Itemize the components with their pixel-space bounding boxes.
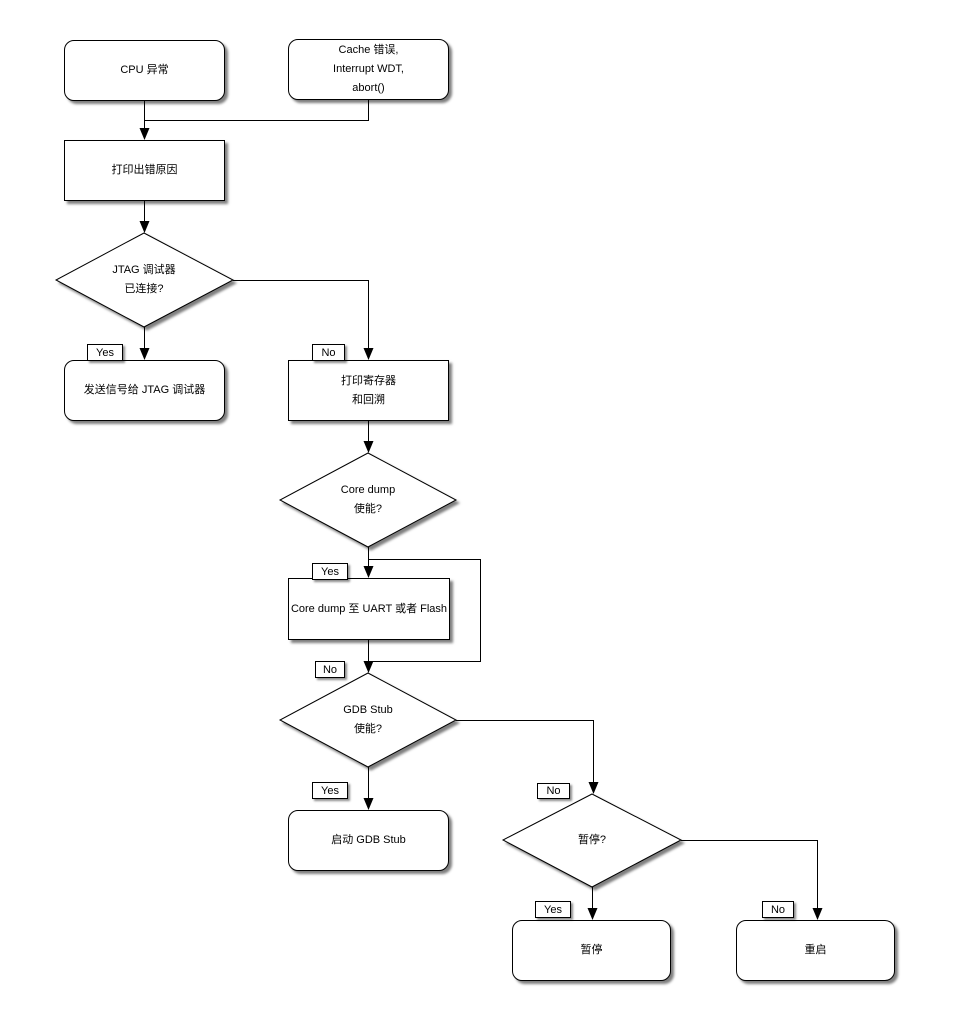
node-cpu-exception: CPU 异常	[64, 40, 225, 101]
node-print-error-cause: 打印出错原因	[64, 140, 225, 201]
edge-coredump-no-bypass	[368, 559, 481, 662]
edge-tag-core-dump-no: No	[315, 661, 345, 678]
edge-tag-jtag-yes: Yes	[87, 344, 123, 361]
edge-tag-halt-no: No	[762, 901, 794, 918]
edge-jtag-no	[233, 280, 374, 360]
node-print-registers: 打印寄存器 和回溯	[288, 360, 449, 421]
node-start-gdb-stub: 启动 GDB Stub	[288, 810, 449, 871]
decision-core-dump-enabled-shape	[278, 452, 458, 548]
edge-tag-gdb-no: No	[537, 783, 570, 799]
node-send-signal-jtag: 发送信号给 JTAG 调试器	[64, 360, 225, 421]
edge-halt-no	[681, 840, 823, 920]
edge-tag-core-dump-yes: Yes	[312, 563, 348, 580]
edge-cache-join	[144, 99, 369, 121]
node-core-dump-target: Core dump 至 UART 或者 Flash	[288, 578, 450, 640]
node-reboot: 重启	[736, 920, 895, 981]
edge-gdb-no	[456, 720, 599, 794]
node-cache-error: Cache 错误, Interrupt WDT, abort()	[288, 39, 449, 100]
edge-tag-jtag-no: No	[312, 344, 345, 361]
decision-halt-shape	[501, 793, 683, 888]
edge-tag-gdb-yes: Yes	[312, 782, 348, 799]
edge-tag-halt-yes: Yes	[535, 901, 571, 918]
decision-gdb-stub-enabled-shape	[278, 672, 458, 768]
decision-jtag-connected-shape	[54, 232, 235, 328]
node-halt: 暂停	[512, 920, 671, 981]
